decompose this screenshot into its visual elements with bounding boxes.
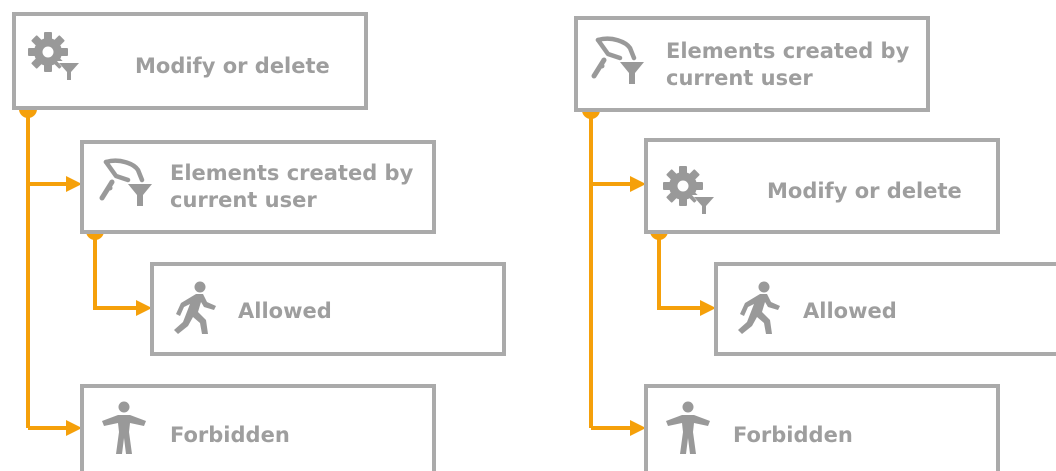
node-label: Forbidden xyxy=(733,423,853,447)
node-label-line1: Elements created by xyxy=(170,161,414,185)
right-tree-arrow-allowed xyxy=(700,300,716,316)
right-tree-result-no-node: Forbidden xyxy=(644,384,1000,471)
left-tree-arrow-forbidden xyxy=(66,420,82,436)
right-tree-root-node: Elements created by current user xyxy=(574,16,930,112)
node-label-line2: current user xyxy=(666,66,813,90)
left-tree-elbow-allowed xyxy=(93,231,138,310)
node-label-line2: current user xyxy=(170,188,317,212)
node-label: Modify or delete xyxy=(135,54,330,78)
left-tree-root-node: Modify or delete xyxy=(12,12,368,110)
node-label: Allowed xyxy=(238,299,332,323)
right-tree-elbow-allowed xyxy=(657,231,702,310)
node-label: Allowed xyxy=(803,299,897,323)
right-tree-arrow-condition xyxy=(630,176,646,192)
node-label: Forbidden xyxy=(170,423,290,447)
right-tree-result-yes-node: Allowed xyxy=(714,262,1056,356)
node-box xyxy=(644,384,1000,471)
node-box xyxy=(644,138,1000,234)
left-tree-arrow-condition xyxy=(66,176,82,192)
node-label: Modify or delete xyxy=(767,179,962,203)
right-tree-condition-node: Modify or delete xyxy=(644,138,1000,234)
node-label-line1: Elements created by xyxy=(666,39,910,63)
node-box xyxy=(714,262,1056,356)
left-tree-result-yes-node: Allowed xyxy=(150,262,506,356)
node-box xyxy=(80,384,436,471)
left-tree-result-no-node: Forbidden xyxy=(80,384,436,471)
left-tree-arrow-allowed xyxy=(136,300,152,316)
left-tree-condition-node: Elements created by current user xyxy=(80,140,436,234)
right-tree-arrow-forbidden xyxy=(630,420,646,436)
